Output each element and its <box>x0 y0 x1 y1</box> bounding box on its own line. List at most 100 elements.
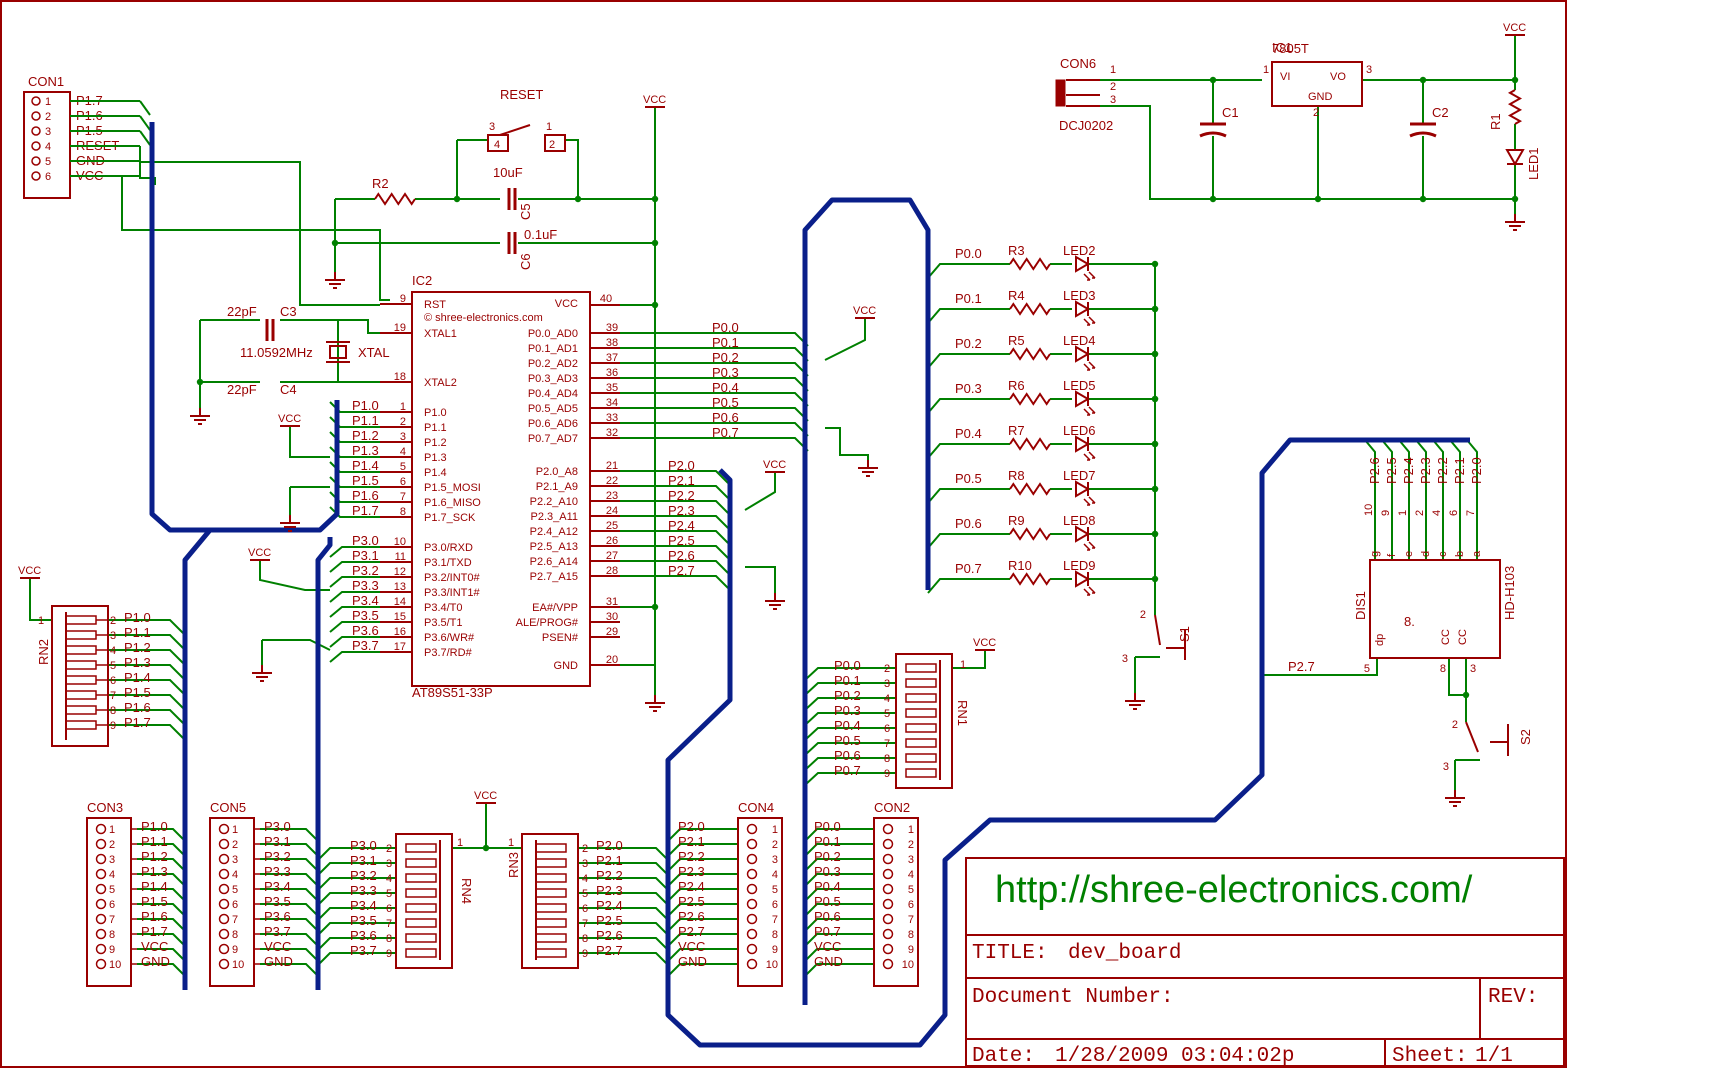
label: P3.2 <box>264 849 291 864</box>
crystal-body <box>329 345 347 359</box>
led-ray <box>1088 406 1096 414</box>
label: GND <box>1308 91 1333 103</box>
resistor-zigzag <box>1009 437 1051 451</box>
rn1-resistor <box>905 678 937 688</box>
label: 5 <box>1364 663 1370 675</box>
label: P2.5_A13 <box>530 541 578 553</box>
ic1-body <box>1271 61 1363 107</box>
label: P0.6_AD6 <box>528 418 578 430</box>
rn2-resistor <box>65 615 97 625</box>
label: PSEN# <box>542 632 579 644</box>
con5-pin <box>218 958 230 970</box>
label: P0.2 <box>814 849 841 864</box>
wire <box>329 476 380 488</box>
label: P1.0 <box>124 610 151 625</box>
label: P0.3 <box>955 381 982 396</box>
c3-name: C3 <box>280 304 297 319</box>
label: P0.1 <box>955 291 982 306</box>
rn2-resistor <box>65 675 97 685</box>
label: P2.0 <box>678 819 705 834</box>
label: P2.3 <box>668 503 695 518</box>
label: VCC <box>264 939 291 954</box>
ic2-pin-number: 15 <box>394 611 406 623</box>
con1-pin <box>31 111 41 121</box>
label: VCC <box>678 939 705 954</box>
led-ray <box>1083 543 1091 551</box>
led1-name: LED1 <box>1526 147 1541 180</box>
label: R7 <box>1008 423 1025 438</box>
con3-pin <box>95 958 107 970</box>
wire <box>329 546 380 558</box>
wire <box>620 664 656 695</box>
label: 1 <box>1263 64 1269 76</box>
wire <box>952 650 986 669</box>
label: 1 <box>109 824 115 836</box>
ic2-pin-number: 4 <box>400 446 406 458</box>
rn1-resistor <box>905 738 937 748</box>
label: CC <box>1440 629 1452 645</box>
label: P3.0 <box>352 533 379 548</box>
con3-pin <box>95 928 107 940</box>
label: P2.7 <box>1288 659 1315 674</box>
rn1-name: RN1 <box>955 700 970 726</box>
con3-pin <box>95 883 107 895</box>
label: P0.1 <box>814 834 841 849</box>
label: P3.1 <box>264 834 291 849</box>
con1-pin-number: 3 <box>45 126 51 138</box>
label: 21 <box>606 460 618 472</box>
wire <box>1364 439 1376 560</box>
wire <box>317 952 396 966</box>
ic2-name: IC2 <box>412 273 432 288</box>
label: P1.3 <box>352 443 379 458</box>
rn4-resistor <box>405 843 437 853</box>
resistor-zigzag <box>1009 392 1051 406</box>
label: 25 <box>606 520 618 532</box>
label: 7 <box>109 914 115 926</box>
label: P0.3 <box>814 864 841 879</box>
label: P0.7 <box>834 763 861 778</box>
label: P3.1 <box>352 548 379 563</box>
wire <box>137 828 186 842</box>
label: P3.0 <box>264 819 291 834</box>
wire <box>804 742 896 756</box>
s2-lever <box>1465 721 1479 753</box>
label: 4 <box>908 869 914 881</box>
ic2-pin-label: P1.4 <box>424 467 447 479</box>
label: R10 <box>1008 558 1032 573</box>
label: P0.1 <box>834 673 861 688</box>
rn2-resistor <box>65 630 97 640</box>
label: P0.0_AD0 <box>528 328 578 340</box>
rn1-resistor <box>905 693 937 703</box>
c2-plate <box>1409 131 1437 138</box>
label: 6 <box>110 675 116 687</box>
label: P3.0 <box>350 838 377 853</box>
label: P3.1 <box>350 853 377 868</box>
ic2-pin-number: 17 <box>394 641 406 653</box>
led-ray <box>1083 363 1091 371</box>
label: 3 <box>1443 761 1449 773</box>
label: 10 <box>766 959 778 971</box>
rn2-resistor <box>65 705 97 715</box>
ic2-pin-label: P1.1 <box>424 422 447 434</box>
wire <box>329 461 380 473</box>
wire <box>260 858 319 872</box>
label: P0.5 <box>834 733 861 748</box>
label: 8 <box>232 929 238 941</box>
wire <box>137 903 186 917</box>
wire <box>317 847 396 861</box>
wire <box>108 634 186 651</box>
label: 6 <box>884 723 890 735</box>
website-url[interactable]: http://shree-electronics.com/ <box>995 869 1473 911</box>
label: 7 <box>582 918 588 930</box>
label: 2 <box>1110 81 1116 93</box>
wire <box>804 682 896 696</box>
vcc-label: VCC <box>1503 22 1526 34</box>
wire <box>137 843 186 857</box>
junction-dot <box>574 195 582 203</box>
ic2-pin-number: 10 <box>394 536 406 548</box>
con2-pin <box>882 883 894 895</box>
reset-name: RESET <box>500 87 543 102</box>
label: 39 <box>606 322 618 334</box>
label: P2.6 <box>1367 457 1382 484</box>
ic2-copyright: © shree-electronics.com <box>424 312 543 324</box>
